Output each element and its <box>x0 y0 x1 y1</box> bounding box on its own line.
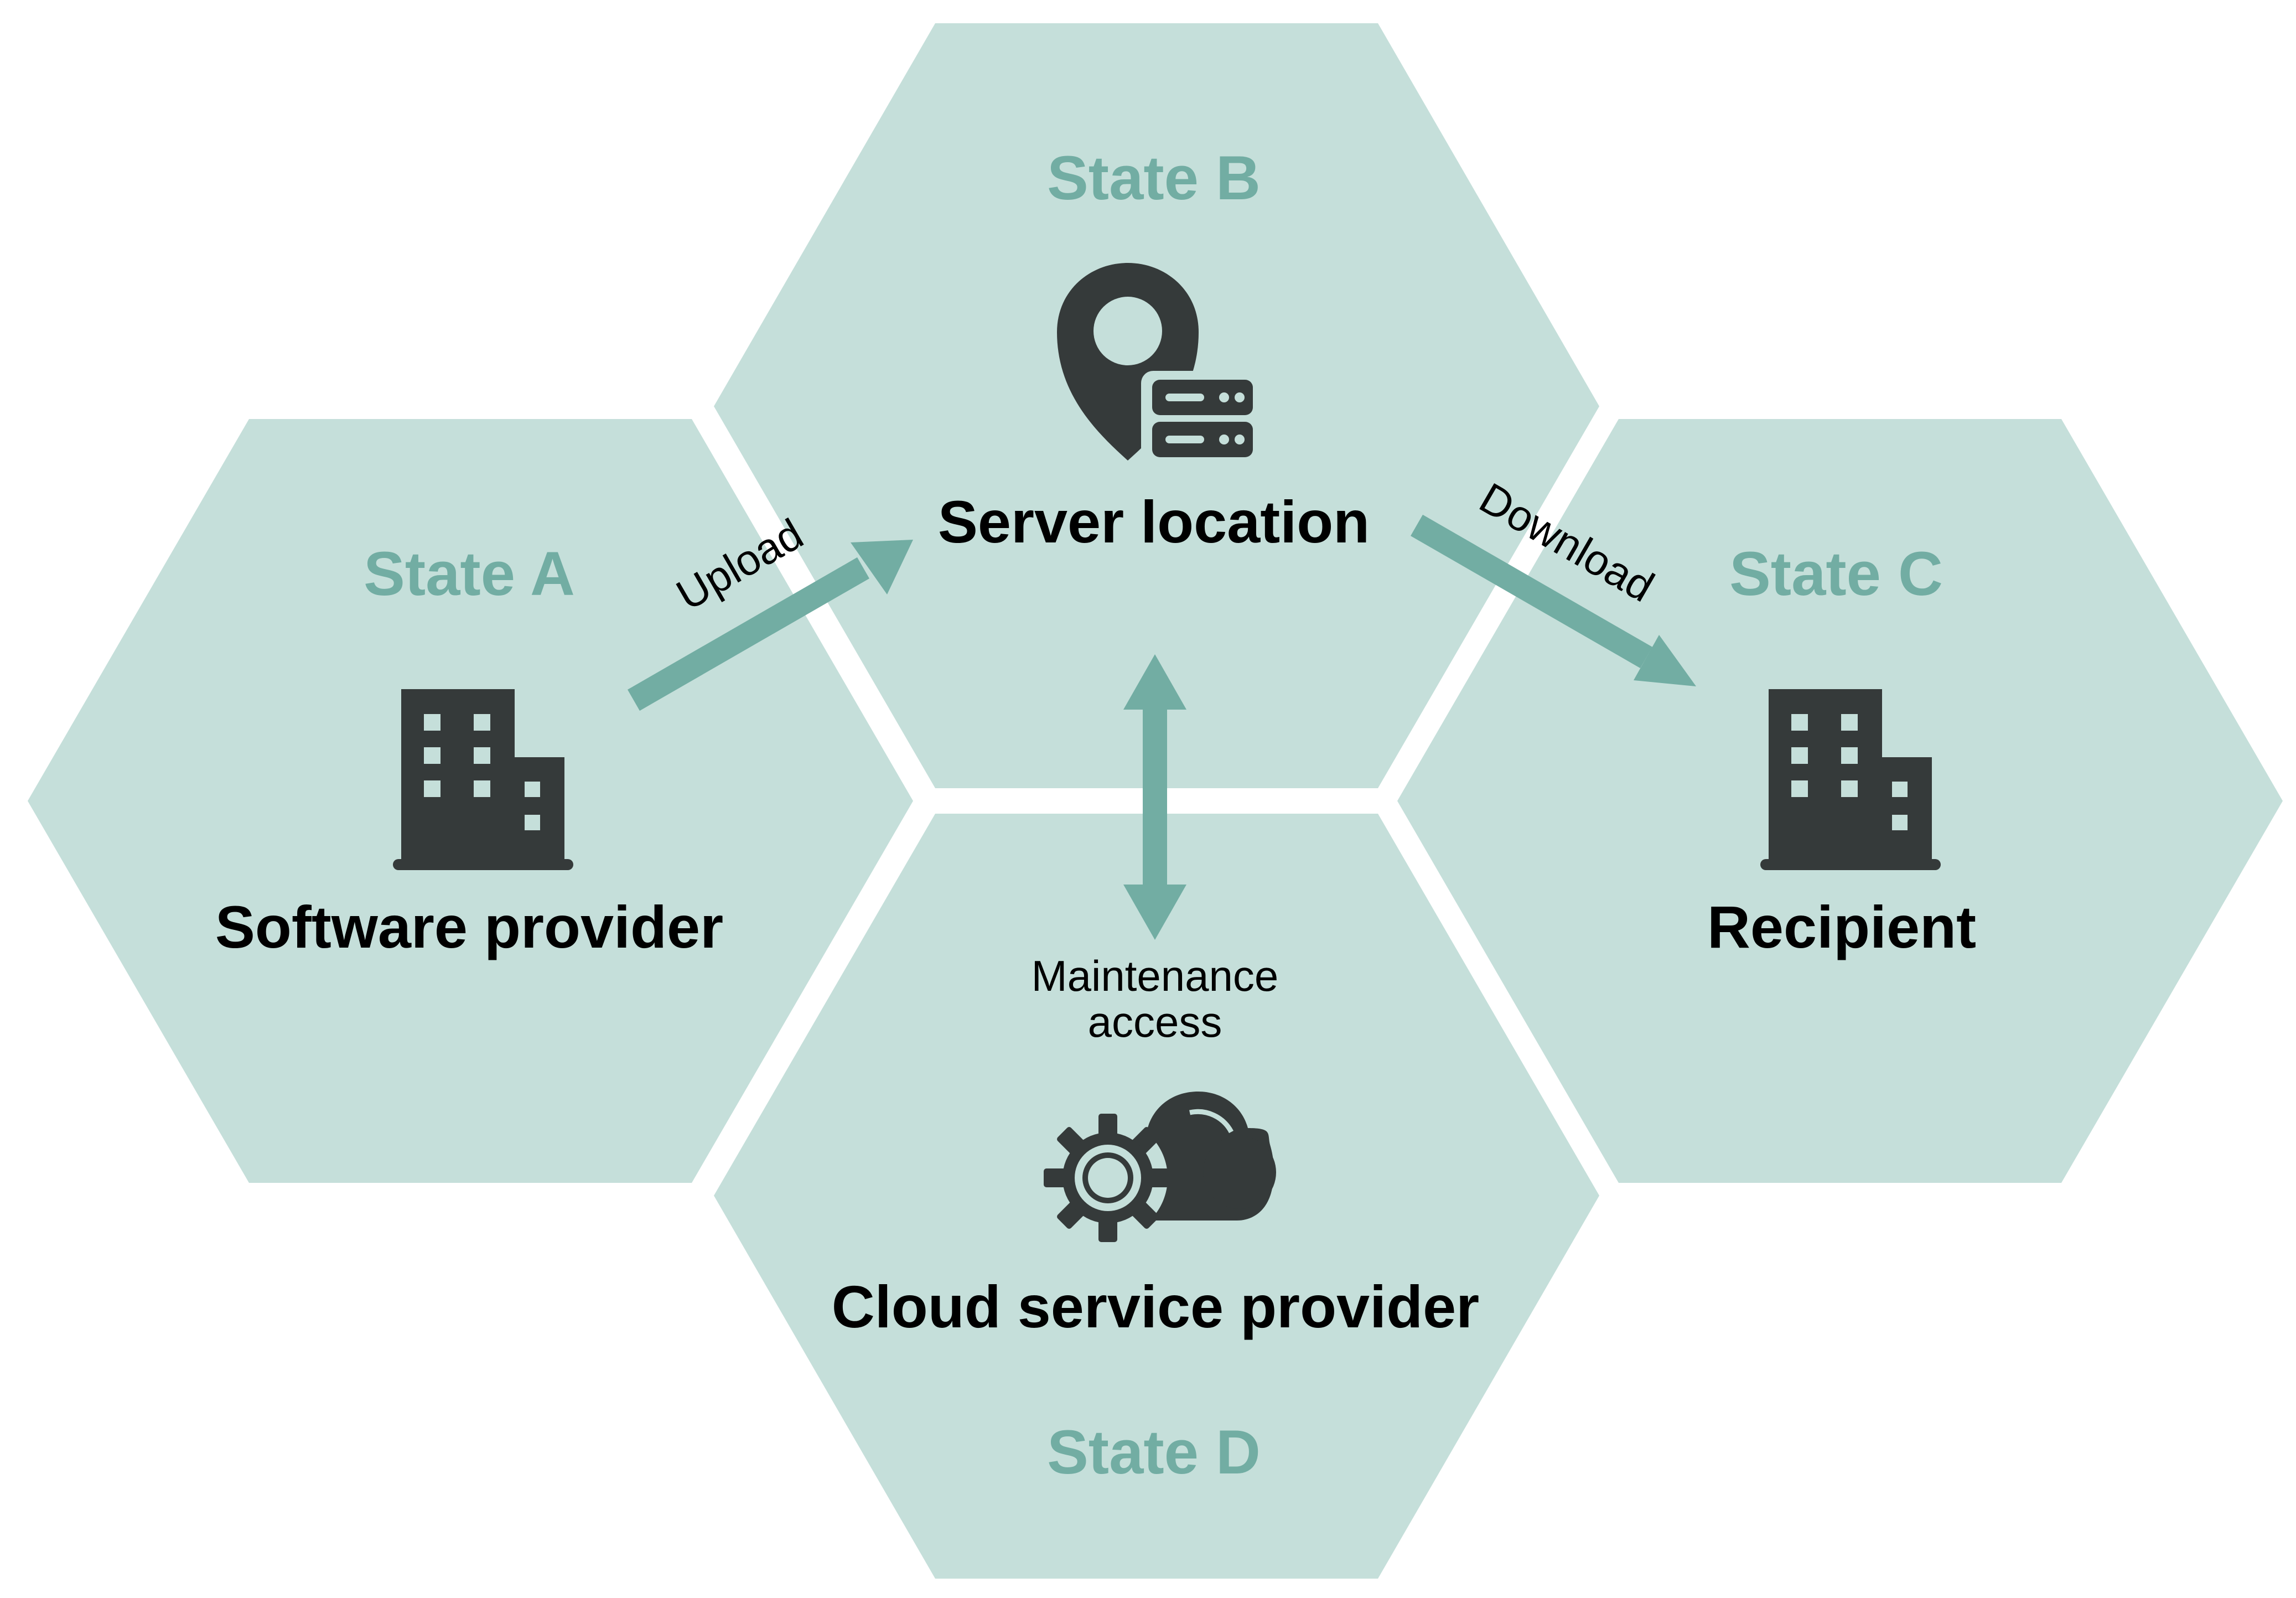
entity-label-software-provider: Software provider <box>215 893 723 960</box>
entity-label-recipient: Recipient <box>1707 893 1976 960</box>
maintenance-arrow-head-down <box>1123 885 1186 940</box>
state-c-label: State C <box>1729 539 1943 608</box>
download-arrow-head <box>1634 635 1696 686</box>
gear-cloud-icon <box>1044 1092 1276 1242</box>
maintenance-arrow <box>1123 654 1186 940</box>
maintenance-label-line2: access <box>1088 997 1222 1046</box>
state-b-label: State B <box>1047 143 1261 213</box>
entity-label-cloud-service-provider: Cloud service provider <box>832 1273 1479 1340</box>
state-a-label: State A <box>364 539 575 608</box>
maintenance-arrow-head-up <box>1123 654 1186 710</box>
building-icon <box>393 689 573 870</box>
maintenance-label-line1: Maintenance <box>1032 951 1279 1000</box>
upload-arrow <box>628 540 913 711</box>
entity-label-server-location: Server location <box>938 488 1370 555</box>
state-d-label: State D <box>1047 1418 1261 1487</box>
download-arrow <box>1411 514 1696 686</box>
location-pin-server-icon <box>1057 263 1260 465</box>
upload-arrow-head <box>851 540 913 594</box>
building-icon <box>1760 689 1941 870</box>
